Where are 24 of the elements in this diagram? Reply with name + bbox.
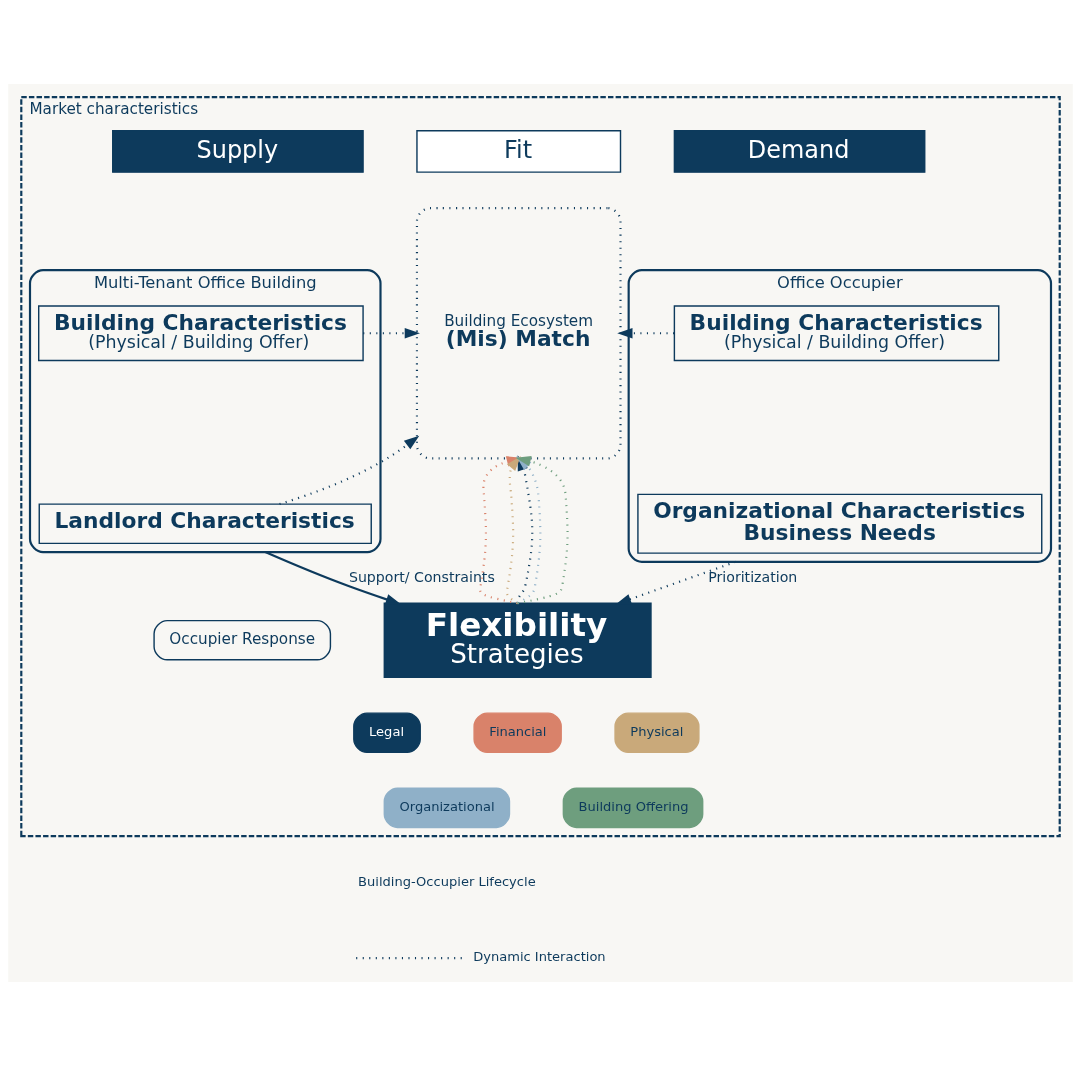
arrow [363, 327, 420, 339]
arrow [264, 551, 402, 605]
node-box: Legal [353, 712, 421, 754]
node-box: Financial [473, 712, 562, 754]
node-box: Building Offering [562, 787, 704, 829]
edge-label: Support/ Constraints [348, 568, 495, 585]
arrow [617, 327, 675, 339]
node-box: Organizational [383, 787, 511, 829]
node-box: Building Ecosystem (Mis) Match [415, 207, 622, 460]
node-box: Supply [112, 130, 364, 173]
label: Building-Occupier Lifecycle [358, 874, 536, 890]
legend-label: Dynamic Interaction [473, 949, 606, 965]
arrow [279, 435, 420, 506]
node-box: Building Characteristics (Physical / Building Offer) [38, 305, 364, 362]
node-box: Occupier Response [153, 619, 332, 661]
arrow [615, 560, 736, 605]
node-box: Flexibility Strategies [383, 602, 652, 678]
node-box: Building Characteristics (Physical / Building Offer) [673, 305, 1000, 362]
node-box: Demand [673, 130, 926, 173]
edge-label: Prioritization [708, 568, 798, 585]
node-box: Fit [416, 130, 622, 173]
node-box: Landlord Characteristics [38, 503, 372, 545]
node-box: Organizational Characteristics Business Needs [637, 493, 1043, 554]
node-box: Physical [614, 712, 700, 754]
